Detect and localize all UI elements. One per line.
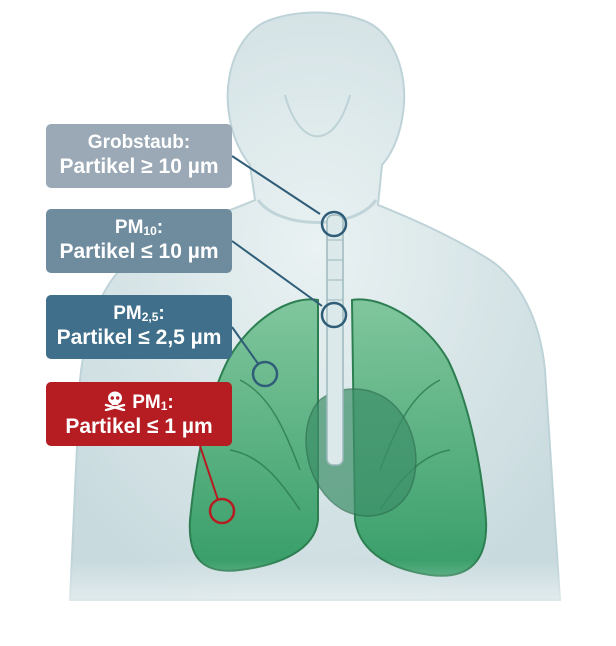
- pm25-size: Partikel ≤ 2,5 µm: [57, 326, 222, 351]
- pm1-colon: :: [167, 392, 173, 414]
- label-coarse-dust: Grobstaub: Partikel ≥ 10 µm: [46, 124, 232, 188]
- pm25-prefix: PM: [113, 303, 142, 325]
- skull-crossbones-icon: [104, 391, 126, 411]
- pm10-prefix: PM: [115, 217, 144, 239]
- pm10-colon: :: [157, 217, 163, 239]
- pm10-subscript: 10: [143, 224, 156, 238]
- pm10-size: Partikel ≤ 10 µm: [59, 240, 218, 265]
- pm1-size: Partikel ≤ 1 µm: [65, 415, 212, 440]
- pm1-subscript: 1: [161, 399, 168, 413]
- pm25-subscript: 2,5: [142, 310, 159, 324]
- pm1-prefix: PM: [132, 392, 161, 414]
- bottom-fade: [0, 560, 616, 646]
- trachea: [327, 215, 343, 465]
- pm25-colon: :: [158, 303, 164, 325]
- coarse-size: Partikel ≥ 10 µm: [59, 155, 218, 180]
- coarse-title: Grobstaub:: [88, 132, 190, 154]
